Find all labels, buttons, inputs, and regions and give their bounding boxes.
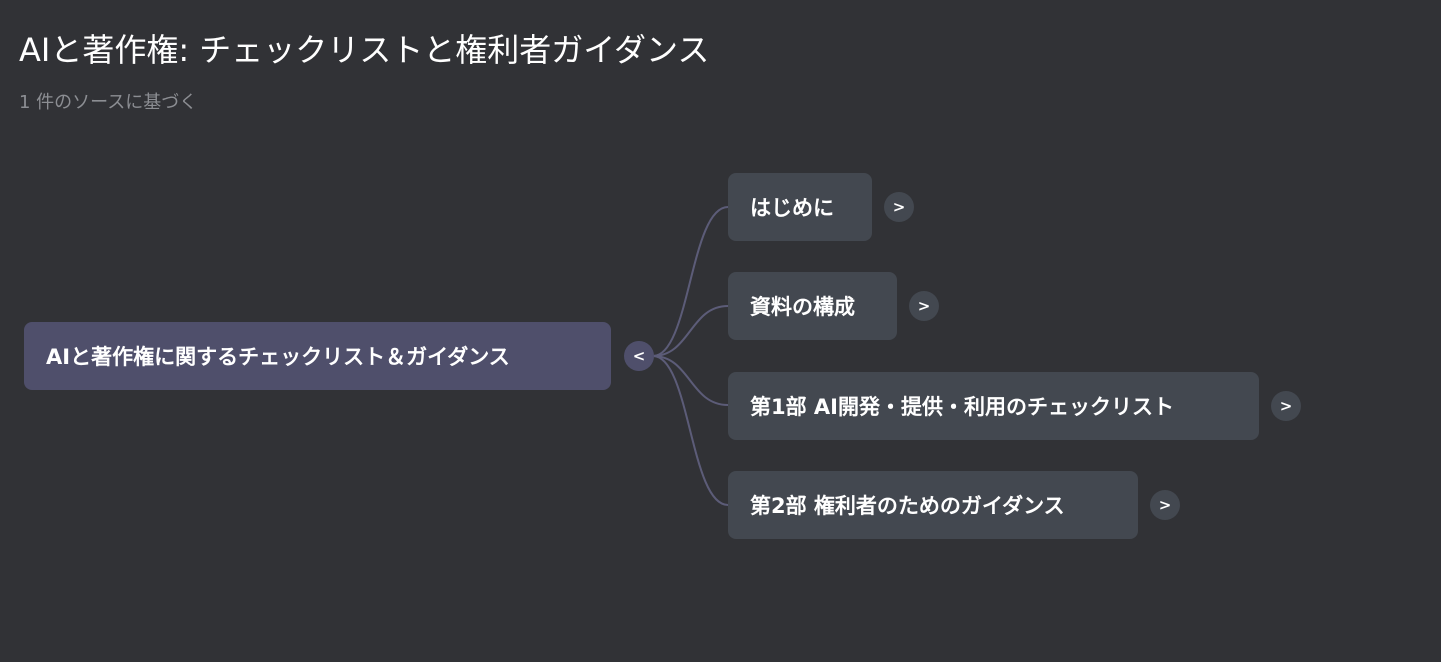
expand-toggle-button[interactable]: > (909, 291, 939, 321)
connector-line (652, 206, 729, 357)
page-title: AIと著作権: チェックリストと権利者ガイダンス (19, 31, 710, 69)
mindmap-node-structure[interactable]: 資料の構成 (728, 272, 897, 340)
expand-toggle-button[interactable]: > (1150, 490, 1180, 520)
node-label: はじめに (750, 196, 834, 220)
mindmap-node-part1-checklist[interactable]: 第1部 AI開発・提供・利用のチェックリスト (728, 372, 1259, 440)
expand-toggle-button[interactable]: > (884, 192, 914, 222)
mindmap-node-part2-guidance[interactable]: 第2部 権利者のためのガイダンス (728, 471, 1138, 539)
node-label: 第1部 AI開発・提供・利用のチェックリスト (750, 395, 1174, 419)
node-label: 資料の構成 (750, 295, 855, 319)
source-count-subtitle: 1 件のソースに基づく (19, 92, 198, 113)
node-label: 第2部 権利者のためのガイダンス (750, 494, 1065, 518)
mindmap-node-introduction[interactable]: はじめに (728, 173, 872, 241)
collapse-toggle-button[interactable]: < (624, 341, 654, 371)
mindmap-root-node[interactable]: AIと著作権に関するチェックリスト＆ガイダンス (24, 322, 611, 390)
connector-line (652, 355, 729, 406)
connector-line (652, 355, 729, 506)
root-node-label: AIと著作権に関するチェックリスト＆ガイダンス (46, 345, 510, 369)
connector-line (652, 305, 729, 357)
expand-toggle-button[interactable]: > (1271, 391, 1301, 421)
